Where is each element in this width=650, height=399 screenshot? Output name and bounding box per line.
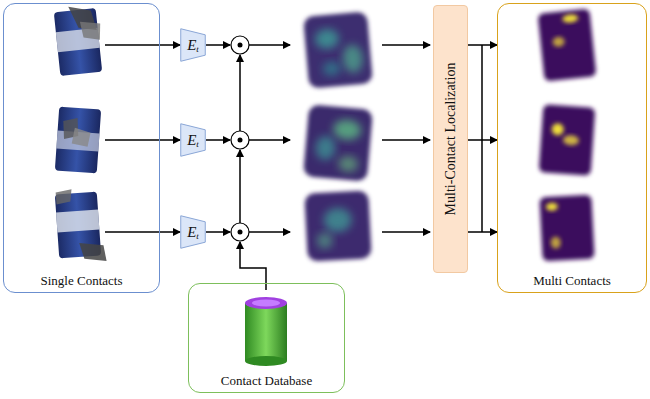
symbol-subscript: t	[196, 139, 199, 149]
database-group: Contact Database	[188, 283, 345, 393]
can-image	[53, 4, 105, 76]
encoder-block: Et	[180, 28, 206, 62]
encoder-block: Et	[180, 215, 206, 249]
group-label: Multi Contacts	[533, 273, 611, 289]
output-heatmap	[538, 8, 597, 81]
connector-arrow	[105, 44, 180, 46]
can-image	[55, 187, 107, 264]
database-can	[245, 297, 287, 366]
output-group: Multi Contacts	[497, 3, 647, 293]
output-heatmap	[539, 195, 594, 262]
block-label: Multi-Contact Localization	[443, 63, 459, 216]
multiply-dot	[238, 43, 243, 235]
connector-arrow	[482, 231, 497, 233]
symbol-letter: E	[187, 224, 196, 241]
encoder-label: Et	[180, 215, 206, 249]
input-group: Single Contacts	[3, 3, 160, 293]
multiply-circle	[231, 36, 249, 241]
encoder-label: Et	[180, 123, 206, 157]
heatmap-image	[303, 104, 373, 181]
output-heatmap	[539, 104, 596, 175]
connector-arrow	[482, 44, 497, 46]
connector-arrow	[482, 139, 497, 141]
encoder-label: Et	[180, 28, 206, 62]
symbol-subscript: t	[196, 44, 199, 54]
symbol-subscript: t	[196, 231, 199, 241]
group-label: Single Contacts	[41, 273, 123, 289]
encoder-block: Et	[180, 123, 206, 157]
group-label: Contact Database	[221, 373, 312, 389]
heatmap-image	[304, 190, 371, 261]
symbol-letter: E	[187, 37, 196, 54]
symbol-letter: E	[187, 132, 196, 149]
localization-block: Multi-Contact Localization	[433, 5, 468, 273]
flow-arrows	[206, 45, 430, 290]
connector-arrow	[105, 139, 180, 141]
heatmap-image	[303, 11, 373, 88]
connector-branch	[468, 45, 482, 232]
connector-arrow	[105, 231, 180, 233]
can-image	[55, 107, 101, 174]
